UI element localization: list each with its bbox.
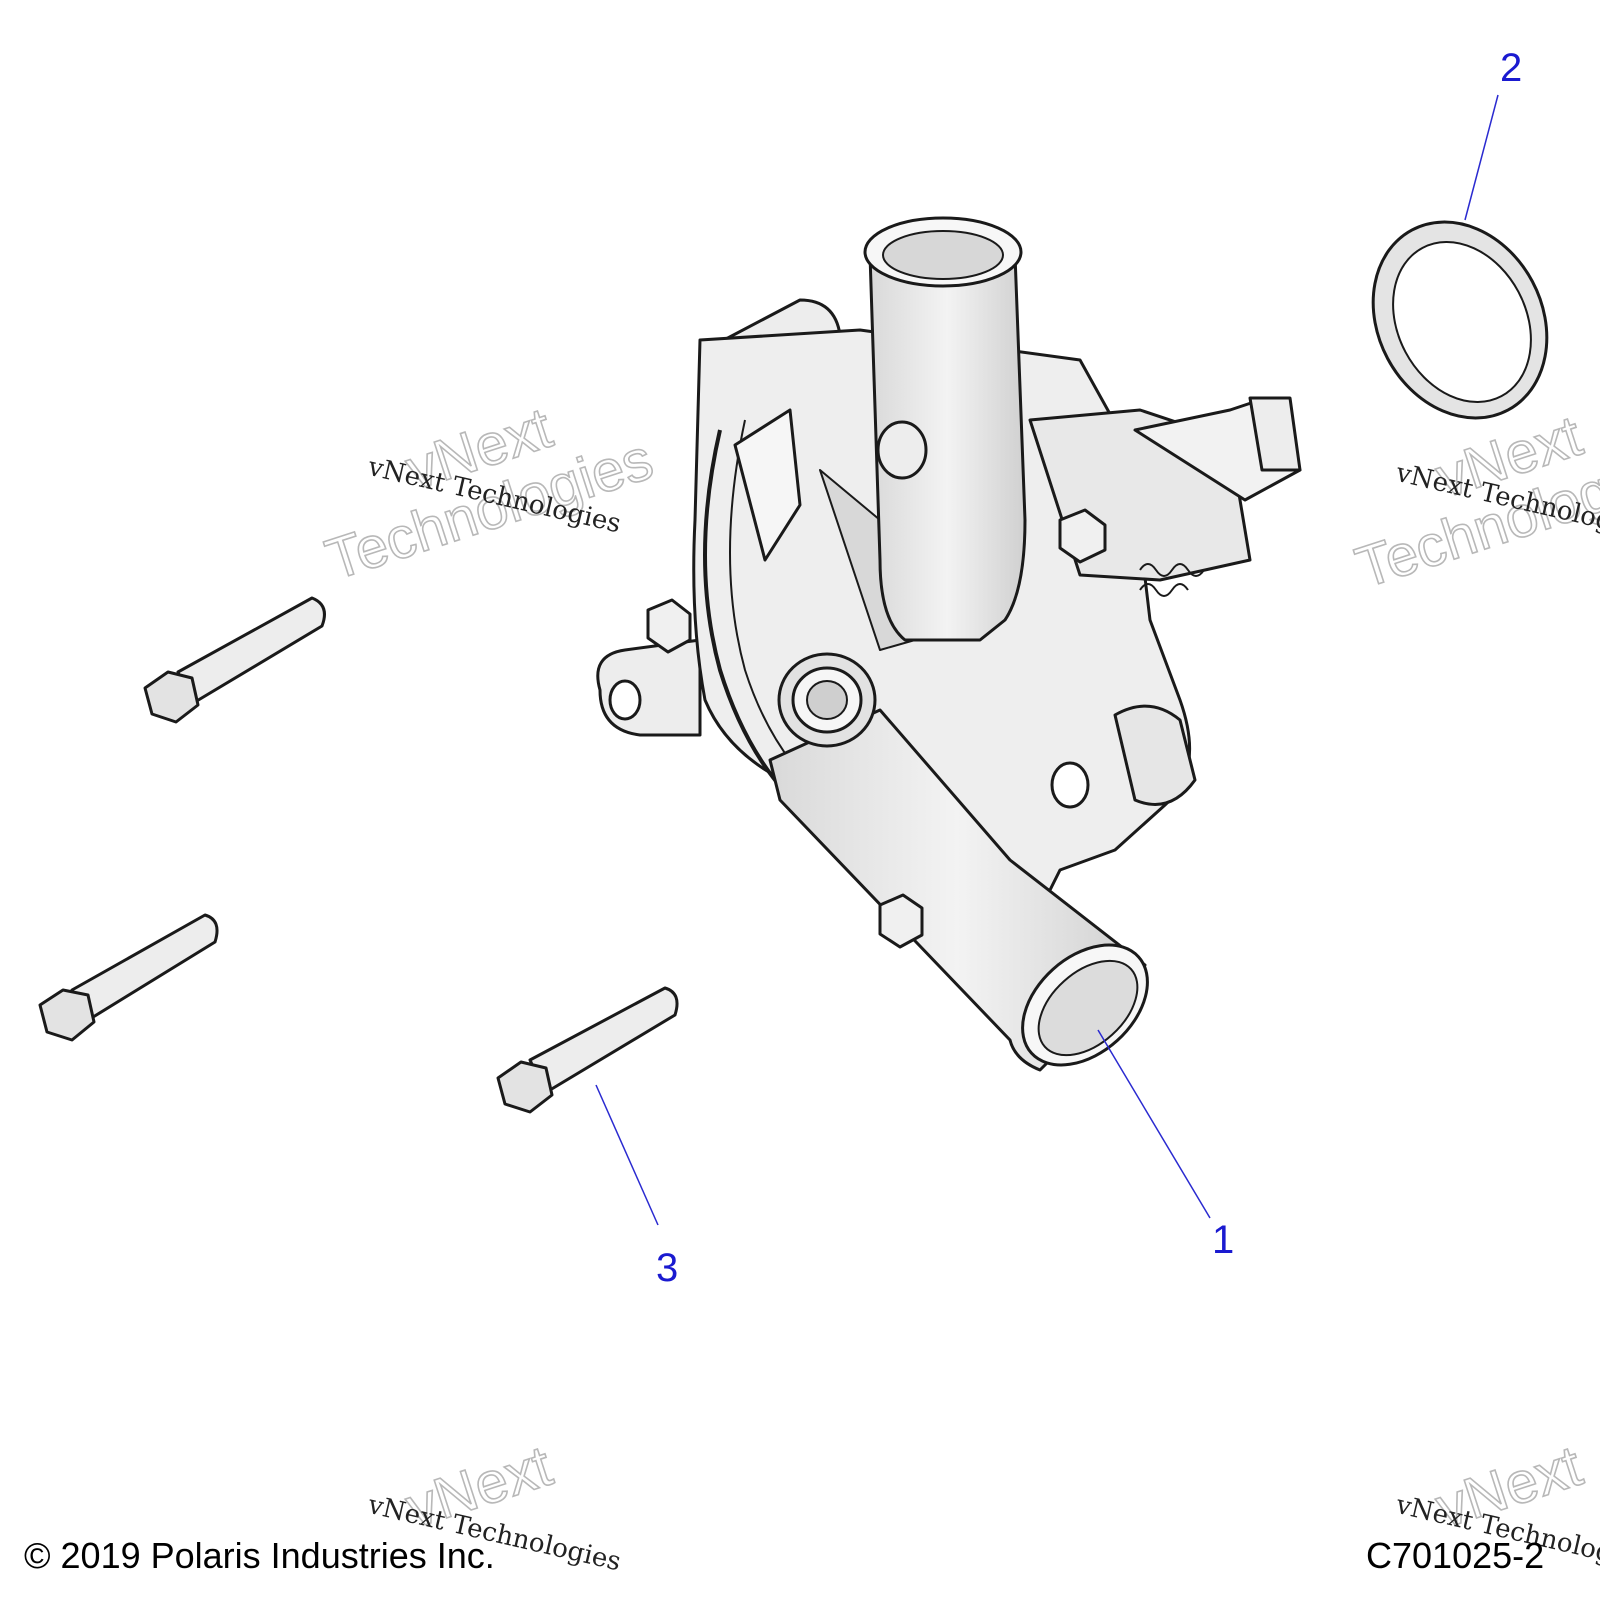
callout-number-2: 2 <box>1500 46 1523 90</box>
o-ring-seal <box>1371 220 1549 420</box>
leader-lines <box>595 94 1499 1226</box>
leader-line-3 <box>595 1084 659 1226</box>
water-pump-housing <box>596 216 1302 1072</box>
bolt-upper-left <box>143 596 326 724</box>
copyright-text: © 2019 Polaris Industries Inc. <box>24 1535 495 1576</box>
leader-line-2 <box>1464 94 1499 221</box>
bolt-lower-left <box>38 913 219 1042</box>
callout-number-1: 1 <box>1212 1218 1235 1262</box>
diagram-code: C701025-2 <box>1366 1535 1545 1576</box>
leader-line-1 <box>1097 1029 1211 1219</box>
callout-number-3: 3 <box>656 1246 679 1290</box>
bolt-center <box>496 986 679 1114</box>
